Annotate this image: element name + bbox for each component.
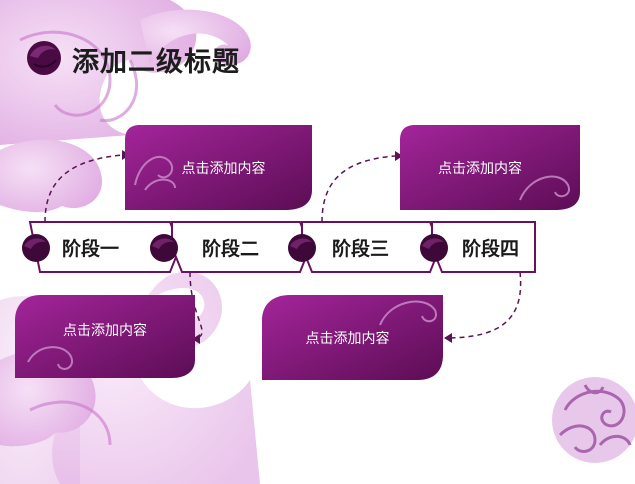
card-text[interactable]: 点击添加内容 xyxy=(438,160,522,177)
stage-4-orb-icon xyxy=(420,234,448,262)
card-text[interactable]: 点击添加内容 xyxy=(181,160,266,177)
stage-3-orb-icon xyxy=(288,234,316,262)
stage-1[interactable]: 阶段一 xyxy=(62,222,119,272)
content-card-3[interactable]: 点击添加内容 xyxy=(15,295,195,378)
content-card-1[interactable]: 点击添加内容 xyxy=(125,125,312,210)
stage-label: 阶段四 xyxy=(462,237,520,260)
stage-label: 阶段一 xyxy=(62,237,120,260)
stage-2[interactable]: 阶段二 xyxy=(202,222,259,272)
stage-2-orb-icon xyxy=(150,234,178,262)
stage-3[interactable]: 阶段三 xyxy=(332,222,389,272)
ink-orb-icon xyxy=(27,41,61,75)
stage-1-orb-icon xyxy=(22,234,50,262)
content-card-4[interactable]: 点击添加内容 xyxy=(262,295,443,380)
stage-4[interactable]: 阶段四 xyxy=(462,222,519,272)
card-text[interactable]: 点击添加内容 xyxy=(305,330,390,347)
card-text[interactable]: 点击添加内容 xyxy=(63,322,147,339)
content-card-2[interactable]: 点击添加内容 xyxy=(400,125,580,210)
slide-title: 添加二级标题 xyxy=(72,47,240,78)
stage-label: 阶段三 xyxy=(332,237,390,260)
stage-label: 阶段二 xyxy=(202,237,260,260)
